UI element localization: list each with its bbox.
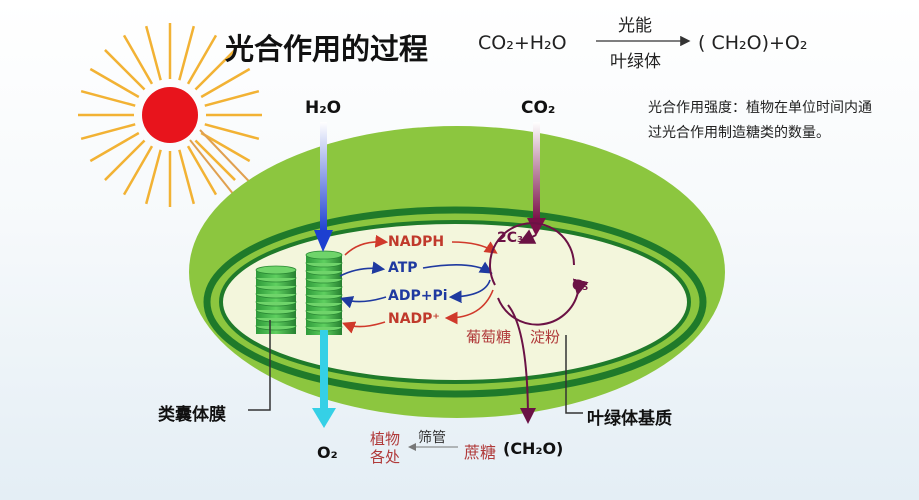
c5-to-c3-arrow (518, 229, 537, 244)
thylakoid-membrane-label: 类囊体膜 (158, 405, 226, 425)
adp-pi-label: ADP+Pi (388, 288, 448, 304)
atp-arrow (339, 261, 386, 277)
sun-disc (142, 87, 198, 143)
adp-arrow (448, 279, 491, 304)
equation-condition-light: 光能 (618, 16, 652, 36)
sun-ray (178, 25, 196, 81)
stroma-leader (565, 335, 583, 414)
destination-label-2: 各处 (370, 448, 401, 466)
sun-ray (144, 149, 162, 205)
grana-stack-right (305, 250, 343, 335)
sun-ray (89, 67, 140, 99)
oxygen-arrow (320, 330, 328, 410)
note-line-2: 过光合作用制造糖类的数量。 (648, 125, 830, 141)
chloroplast-inner-membrane (203, 206, 707, 398)
c3-label: 2C₃ (497, 230, 524, 246)
oxygen-label: O₂ (317, 443, 338, 462)
oxygen-arrowhead (312, 408, 336, 428)
ch2o-output-arrow (507, 304, 536, 424)
atp-label: ATP (388, 260, 418, 276)
equation-condition-chloroplast: 叶绿体 (610, 52, 661, 72)
grana-stack-left (255, 265, 297, 334)
sieve-tube-label: 筛管 (418, 430, 446, 446)
sun-ray (194, 49, 236, 91)
co2-arrow (533, 122, 540, 220)
sun-ray (104, 139, 146, 181)
nadph-label: NADPH (388, 234, 445, 250)
nadp-to-thylakoid-arrow (342, 321, 386, 334)
glucose-label: 葡萄糖 (466, 328, 512, 346)
sun-ray (200, 131, 251, 163)
equation-reactants: CO₂+H₂O (478, 32, 567, 54)
sun-icon (78, 23, 262, 207)
sun-ray (104, 49, 146, 91)
nadp-arrow (444, 289, 494, 325)
adp-to-thylakoid-arrow (339, 296, 387, 309)
sun-ray (89, 131, 140, 163)
destination-label-1: 植物 (370, 430, 401, 448)
sun-ray (200, 67, 251, 99)
ch2o-label: (CH₂O) (503, 439, 564, 458)
atp-to-calvin-arrow (422, 261, 493, 274)
sun-ray (122, 145, 154, 196)
calvin-cycle-arc-lower (497, 278, 589, 326)
equation-products: ( CH₂O)+O₂ (698, 32, 808, 54)
starch-label: 淀粉 (530, 328, 561, 346)
water-arrowhead (314, 230, 333, 252)
page-title: 光合作用的过程 (225, 32, 429, 66)
co2-label: CO₂ (521, 98, 556, 118)
stroma-label: 叶绿体基质 (587, 409, 672, 429)
sun-ray (186, 34, 218, 85)
sun-ray (204, 89, 260, 107)
water-label: H₂O (305, 98, 342, 118)
sun-ray (122, 34, 154, 85)
sucrose-label: 蔗糖 (464, 443, 497, 462)
thylakoid-disc-top (255, 265, 297, 275)
sun-ray (186, 145, 218, 196)
calvin-cycle-arc (489, 222, 575, 286)
sun-ray (178, 149, 196, 205)
thylakoid-disc-top (305, 250, 343, 260)
sun-ray (80, 89, 136, 107)
nadp-label: NADP⁺ (388, 311, 440, 327)
note-line-1: 光合作用强度：植物在单位时间内通 (648, 100, 872, 116)
sun-ray (194, 139, 236, 181)
water-arrow (320, 122, 327, 232)
sun-ray (144, 25, 162, 81)
sun-ray (80, 123, 136, 141)
sun-ray (204, 123, 260, 141)
c5-label: C₅ (572, 278, 589, 294)
nadph-arrow (344, 234, 389, 256)
thylakoid-leader (248, 320, 271, 411)
